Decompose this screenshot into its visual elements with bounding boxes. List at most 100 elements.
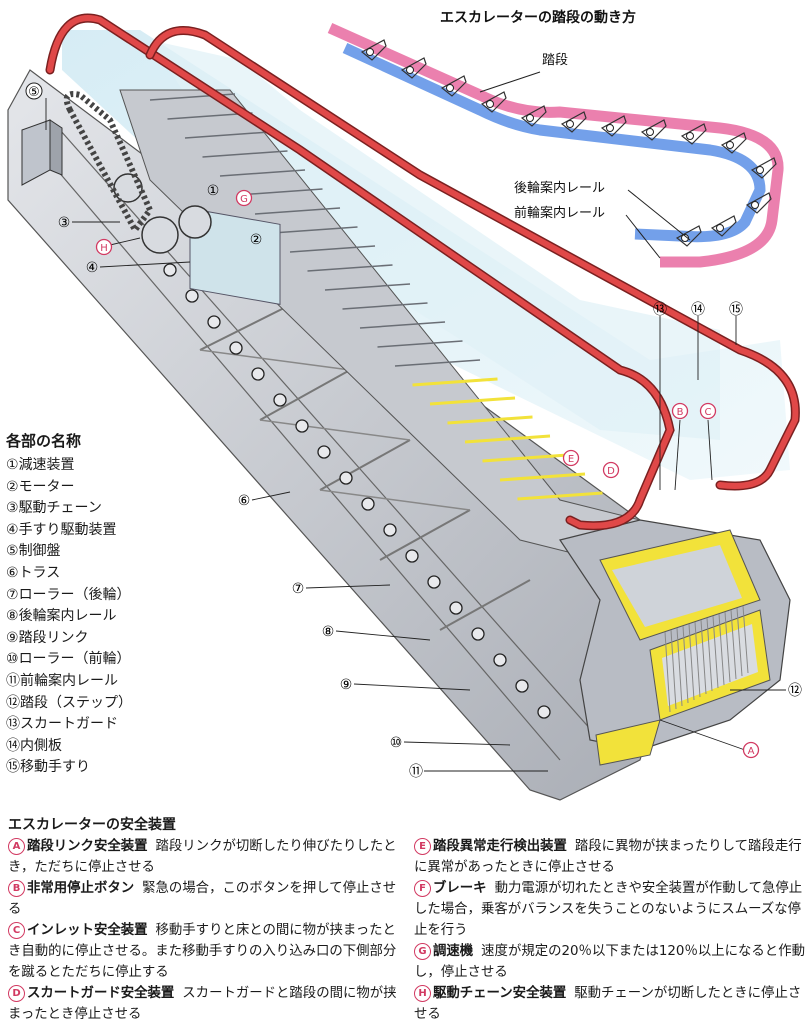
roller [251,367,265,381]
motion-step [710,215,737,237]
part-item: ⑦ローラー（後輪） [6,585,236,607]
callout-15: ⑮ [729,302,743,318]
step-edge [377,340,463,348]
parts-heading: 各部の名称 [6,432,82,450]
step-groove [742,605,749,674]
part-name: 手すり駆動装置 [18,521,117,538]
safety-device-description: 移動手すりと床との間に物が挟まったとき自動的に停止させる。また移動手すりの入り込… [8,923,397,980]
svg-text:⑥: ⑥ [238,493,251,509]
safety-marker: D [8,985,25,1002]
svg-text:⑪: ⑪ [409,764,423,780]
marker-H: H [95,238,113,256]
safety-marker: C [8,922,25,939]
part-name: ローラー（前輪） [18,651,131,668]
marker-A: A [742,741,760,759]
safety-device-name: 駆動チェーン安全装置 [433,986,567,1001]
step-edge [307,264,393,272]
svg-text:⑫: ⑫ [788,683,802,699]
part-name: モーター [18,478,75,495]
callout-13: ⑬ [653,302,667,318]
svg-text:⑤: ⑤ [28,85,40,100]
motion-step [520,105,547,127]
svg-text:①: ① [207,183,220,199]
marker-B: B [671,402,689,420]
front-rail-path [342,43,766,243]
part-number: ③ [6,500,19,517]
part-number: ① [6,457,19,473]
step-edge [429,396,516,406]
motion-label-front-rail: 前輪案内レール [514,205,605,221]
roller [163,263,177,277]
motion-step [440,75,467,97]
safety-device-name: 踏段リンク安全装置 [27,839,148,854]
svg-text:④: ④ [86,260,99,276]
motion-step [560,111,587,133]
motion-step [640,119,667,141]
svg-text:H: H [100,243,108,254]
step-groove [712,615,719,689]
marker-G: G [235,189,253,207]
safety-device-name: ブレーキ [433,881,487,896]
step-drum [559,519,791,766]
part-item: ⑧後輪案内レール [6,606,236,628]
motion-label-step: 踏段 [542,53,568,68]
callout-12: ⑫ [788,683,802,699]
svg-text:B: B [677,407,684,418]
step-groove [718,613,725,686]
roller [295,419,309,433]
svg-text:⑭: ⑭ [691,302,705,318]
motion-step [480,91,507,113]
step-edge [237,188,323,196]
part-number: ⑬ [6,716,20,733]
roller [493,653,507,667]
part-name: 減速装置 [18,457,75,473]
step-groove [730,609,737,680]
safety-marker: G [414,943,431,960]
callout-1: ① [207,183,220,199]
roller [537,705,551,719]
roller [449,601,463,615]
safety-marker: B [8,880,25,897]
part-number: ⑭ [6,737,20,754]
step-edge [272,226,358,234]
step-edge [412,377,498,387]
roller [515,679,529,693]
roller [383,523,397,537]
svg-text:⑮: ⑮ [729,302,743,318]
control-panel [21,119,63,186]
safety-device-name: インレット安全装置 [27,923,148,938]
callout-5: ⑤ [25,82,43,100]
part-number: ⑦ [6,586,19,603]
step-edge [359,321,446,329]
marker-C: C [699,402,717,420]
safety-marker: A [8,838,25,855]
motion-title: エスカレーターの踏段の動き方 [440,9,636,26]
svg-text:⑩: ⑩ [390,735,403,751]
safety-device-name: 調速機 [433,944,474,959]
callout-6: ⑥ [238,493,251,509]
part-number: ⑨ [6,629,19,646]
step-edge [324,283,411,291]
part-number: ⑩ [6,651,19,668]
part-item: ⑮移動手すり [6,757,236,779]
svg-text:⑦: ⑦ [292,581,305,597]
safety-device-description: 速度が規定の20％以下または120％以上になると作動し，停止させる [414,944,805,980]
step-edge [202,150,288,158]
step-groove [724,611,731,683]
step-groove [700,619,707,695]
roller [317,445,331,459]
part-item: ⑥トラス [6,563,236,585]
step-groove [688,623,695,701]
part-number: ⑧ [6,608,19,625]
part-item: ①減速装置 [6,455,236,477]
motion-step [750,157,777,179]
